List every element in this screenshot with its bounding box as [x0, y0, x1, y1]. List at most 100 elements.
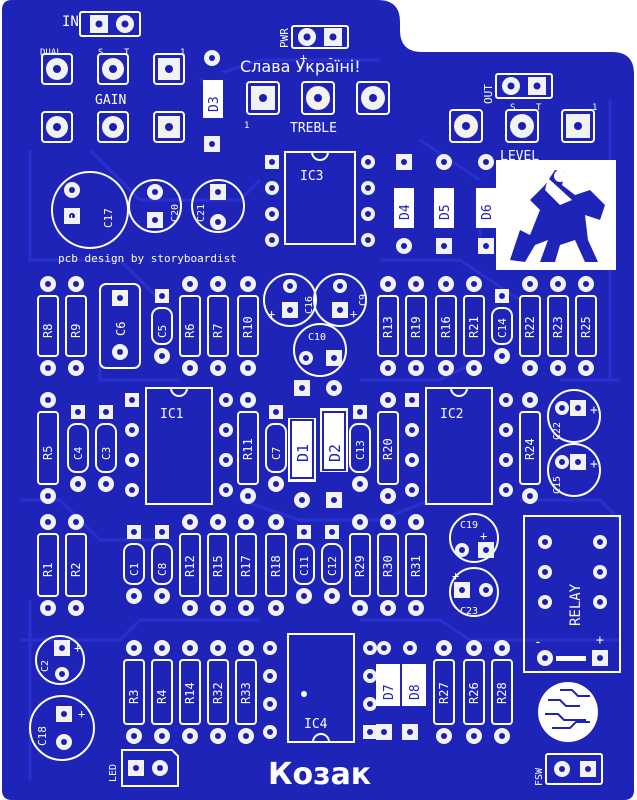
- component-label: R29: [353, 555, 367, 577]
- ic4: IC4: [263, 633, 377, 743]
- cap-c21: C21: [191, 179, 245, 233]
- svg-text:+: +: [268, 307, 275, 321]
- cap-c12: C12: [321, 525, 343, 604]
- svg-text:C2: C2: [40, 660, 51, 672]
- svg-text:D4: D4: [398, 204, 413, 220]
- svg-text:IC4: IC4: [304, 717, 328, 732]
- svg-text:1: 1: [244, 121, 249, 131]
- resistor-r28: R28: [491, 640, 513, 744]
- component-label: R21: [467, 316, 481, 338]
- svg-text:1: 1: [180, 48, 185, 58]
- svg-text:C10: C10: [308, 332, 326, 343]
- component-label: R23: [551, 316, 565, 338]
- svg-text:+: +: [74, 641, 81, 655]
- resistor-r3: R3: [123, 640, 145, 744]
- component-label: C5: [156, 325, 169, 338]
- gain-pot: DUAL S T 1 GAIN: [40, 48, 185, 143]
- svg-text:+: +: [350, 307, 357, 321]
- cap-c7: C7: [265, 405, 287, 492]
- component-label: R17: [239, 555, 253, 577]
- svg-text:C23: C23: [460, 606, 478, 617]
- cap-c13: C13: [349, 405, 371, 492]
- component-label: R2: [69, 563, 83, 577]
- copper-traces: [20, 58, 622, 780]
- diode-d7-d8: D7 D8: [376, 641, 426, 740]
- svg-text:T: T: [536, 103, 542, 113]
- svg-text:S: S: [510, 103, 515, 113]
- resistor-r30: R30: [377, 514, 399, 616]
- svg-text:D7: D7: [382, 684, 397, 700]
- ic3: IC3: [265, 151, 375, 247]
- resistor-r25: R25: [575, 276, 597, 376]
- component-label: R3: [127, 690, 141, 704]
- diode-d3: D3: [203, 50, 223, 152]
- component-label: R28: [495, 682, 509, 704]
- diode-d1: D1: [288, 380, 316, 508]
- resistor-r4: R4: [151, 640, 173, 744]
- out-jack: OUT: [482, 73, 553, 104]
- svg-text:C6: C6: [114, 322, 128, 336]
- component-label: R13: [381, 316, 395, 338]
- svg-text:D2: D2: [326, 444, 344, 462]
- svg-text:-: -: [534, 635, 542, 650]
- cap-c2: C2 +: [35, 635, 85, 685]
- resistor-r10: R10: [237, 276, 259, 376]
- cap-c20: C20: [128, 179, 182, 233]
- cap-c15: C15 +: [547, 443, 601, 497]
- resistor-r24: R24: [519, 392, 541, 504]
- ic2: IC2: [405, 387, 513, 505]
- resistor-r31: R31: [405, 514, 427, 616]
- resistor-r8: R8: [37, 276, 59, 376]
- resistor-r27: R27: [433, 640, 455, 744]
- component-label: R31: [409, 555, 423, 577]
- diode-d6: D6: [476, 154, 496, 254]
- svg-text:S: S: [98, 48, 103, 58]
- svg-text:+: +: [78, 707, 85, 721]
- svg-text:D5: D5: [438, 204, 453, 220]
- pwr-plus: +: [300, 51, 307, 65]
- resistor-r17: R17: [235, 514, 257, 616]
- credit-text: pcb design by storyboardist: [58, 252, 237, 265]
- cap-c11: C11: [293, 525, 315, 604]
- resistor-r6: R6: [179, 276, 201, 376]
- component-label: R25: [579, 316, 593, 338]
- svg-text:D6: D6: [480, 204, 495, 220]
- resistor-r5: R5: [37, 392, 59, 504]
- slogan-text: Слава Україні!: [240, 57, 361, 76]
- cap-c4: C4: [67, 405, 89, 492]
- svg-text:D3: D3: [207, 96, 222, 112]
- component-label: R19: [409, 316, 423, 338]
- fsw-label: FSW: [534, 767, 545, 786]
- component-label: R1: [41, 563, 55, 577]
- svg-text:+: +: [68, 211, 75, 225]
- component-label: R16: [439, 316, 453, 338]
- resistor-r26: R26: [463, 640, 485, 744]
- resistor-r7: R7: [207, 276, 229, 376]
- component-label: R32: [211, 682, 225, 704]
- svg-text:IC2: IC2: [440, 407, 463, 422]
- cap-c8: C8: [151, 525, 173, 604]
- svg-text:T: T: [124, 48, 130, 58]
- gain-label: GAIN: [95, 93, 126, 108]
- cap-c1: C1: [123, 525, 145, 604]
- cossack-rider-logo: [496, 160, 616, 270]
- svg-text:D8: D8: [408, 684, 423, 700]
- svg-text:+: +: [590, 403, 598, 418]
- svg-text:IC1: IC1: [160, 407, 183, 422]
- component-label: C1: [128, 563, 141, 576]
- component-label: C14: [496, 318, 509, 338]
- resistor-r18: R18: [265, 514, 287, 616]
- svg-text:C15: C15: [552, 476, 563, 494]
- component-label: R11: [241, 438, 255, 460]
- pwr-jack: PWR + -: [278, 25, 349, 65]
- treble-pot: 1 TREBLE: [244, 81, 390, 136]
- cap-c14: C14: [491, 289, 513, 364]
- resistor-r12: R12: [179, 514, 201, 616]
- cap-c17: C17 +: [51, 171, 129, 249]
- svg-text:+: +: [480, 529, 487, 543]
- svg-text:C17: C17: [102, 208, 115, 228]
- cap-c3: C3: [95, 405, 117, 492]
- svg-text:1: 1: [592, 103, 597, 113]
